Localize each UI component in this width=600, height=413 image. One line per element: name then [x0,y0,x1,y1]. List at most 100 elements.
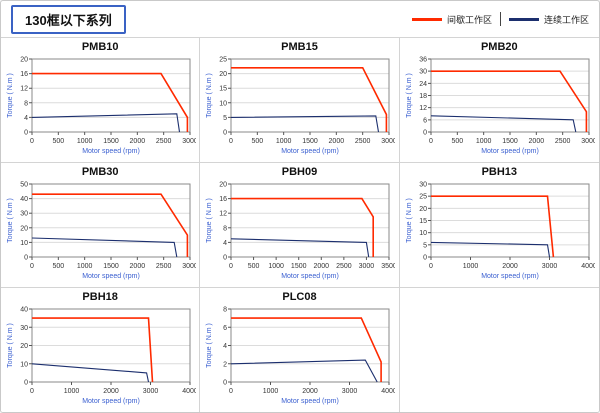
x-tick-label: 3000 [382,138,396,145]
y-tick-label: 10 [20,240,28,247]
y-axis-label: Torque ( N.m ) [7,323,14,368]
x-tick-label: 1000 [64,388,80,395]
x-axis-label: Motor speed (rpm) [282,273,340,280]
x-tick-label: 3000 [182,138,196,145]
charts-grid: PMB10048121620050010001500200025003000To… [1,37,599,412]
y-tick-label: 12 [420,105,428,112]
x-tick-label: 3000 [342,388,358,395]
legend-label: 连续工作区 [543,14,589,25]
x-tick-label: 2500 [355,138,371,145]
y-axis-label: Torque ( N.m ) [7,198,14,243]
chart-PMB10: 048121620050010001500200025003000Torque … [7,57,196,156]
chart-title: PMB20 [480,41,518,53]
y-tick-label: 25 [220,57,228,64]
y-tick-label: 0 [224,130,228,137]
series-line-intermittent [231,197,375,257]
x-tick-label: 0 [230,388,234,395]
y-tick-label: 20 [420,206,428,213]
x-tick-label: 1500 [103,263,119,270]
x-tick-label: 500 [252,138,264,145]
y-axis-label: Torque ( N.m ) [406,73,413,118]
series-line-intermittent [431,195,555,258]
x-axis-label: Motor speed (rpm) [482,273,540,280]
legend-item-intermittent: 间歇工作区 [411,13,492,26]
x-tick-label: 2500 [337,263,353,270]
y-tick-label: 8 [224,225,228,232]
x-tick-label: 2000 [529,138,545,145]
x-tick-label: 2500 [555,138,571,145]
x-tick-label: 3000 [582,138,596,145]
y-tick-label: 18 [420,93,428,100]
x-tick-label: 3000 [359,263,375,270]
y-tick-label: 20 [220,182,228,189]
y-tick-label: 5 [423,242,427,249]
y-tick-label: 4 [224,343,228,350]
plot-border [230,58,390,133]
chart-cell-PLC08: PLC080246801000200030004000Torque ( N.m … [200,288,400,412]
y-tick-label: 10 [420,230,428,237]
x-tick-label: 2000 [329,138,345,145]
x-tick-label: 1000 [263,388,279,395]
chart-title: PLC08 [282,291,317,303]
x-tick-label: 0 [429,138,433,145]
chart-title: PBH13 [481,166,518,178]
chart-PBH18: 01020304001000200030004000Torque ( N.m )… [7,307,196,406]
x-axis-label: Motor speed (rpm) [282,148,340,155]
x-tick-label: 2000 [103,388,119,395]
chart-cell-PMB10: PMB10048121620050010001500200025003000To… [1,38,201,163]
plot-border [31,58,191,133]
legend-label: 间歇工作区 [446,14,492,25]
chart-PMB20: 061218243036050010001500200025003000Torq… [406,57,596,156]
y-tick-label: 40 [20,307,28,314]
y-tick-label: 8 [224,307,228,314]
x-tick-label: 0 [30,388,34,395]
series-line-continuous [431,241,551,258]
x-tick-label: 1000 [463,263,479,270]
y-tick-label: 12 [20,86,28,93]
y-tick-label: 10 [220,100,228,107]
legend: 间歇工作区 连续工作区 [411,12,589,26]
y-tick-label: 16 [220,196,228,203]
chart-cell-PBH18: PBH1801020304001000200030004000Torque ( … [1,288,201,412]
y-tick-label: 0 [423,130,427,137]
y-axis-label: Torque ( N.m ) [206,73,213,118]
y-tick-label: 16 [20,71,28,78]
y-tick-label: 0 [224,255,228,262]
x-tick-label: 0 [30,138,34,145]
y-tick-label: 5 [224,115,228,122]
series-line-intermittent [431,70,588,132]
y-tick-label: 20 [20,343,28,350]
intermittent-line-icon [411,17,442,21]
x-tick-label: 0 [429,263,433,270]
x-tick-label: 2500 [156,138,172,145]
y-tick-label: 36 [420,57,428,64]
x-tick-label: 0 [230,138,234,145]
chart-cell-PMB15: PMB150510152025050010001500200025003000T… [200,38,400,163]
y-tick-label: 25 [420,194,428,201]
x-tick-label: 500 [53,263,65,270]
x-tick-label: 1000 [77,263,93,270]
y-axis-label: Torque ( N.m ) [206,323,213,368]
chart-title: PBH18 [82,291,118,303]
chart-PBH13: 05101520253001000200030004000Torque ( N.… [406,182,596,281]
y-tick-label: 0 [24,380,28,387]
y-tick-label: 30 [420,69,428,76]
series-line-continuous [231,359,379,383]
chart-PLC08: 0246801000200030004000Torque ( N.m )Moto… [206,307,395,406]
series-line-intermittent [32,317,154,383]
series-line-continuous [32,237,178,258]
x-tick-label: 500 [248,263,260,270]
y-tick-label: 15 [220,86,228,93]
x-tick-label: 0 [230,263,234,270]
series-line-continuous [32,363,150,383]
chart-PBH09: 0481216200500100015002000250030003500Tor… [206,182,395,281]
y-tick-label: 4 [224,240,228,247]
series-line-continuous [231,115,380,133]
series-line-continuous [32,113,181,133]
series-line-continuous [231,238,370,258]
x-tick-label: 4000 [582,263,596,270]
plot-border [230,183,390,258]
y-axis-label: Torque ( N.m ) [7,73,14,118]
legend-separator [499,12,501,26]
y-tick-label: 0 [224,380,228,387]
